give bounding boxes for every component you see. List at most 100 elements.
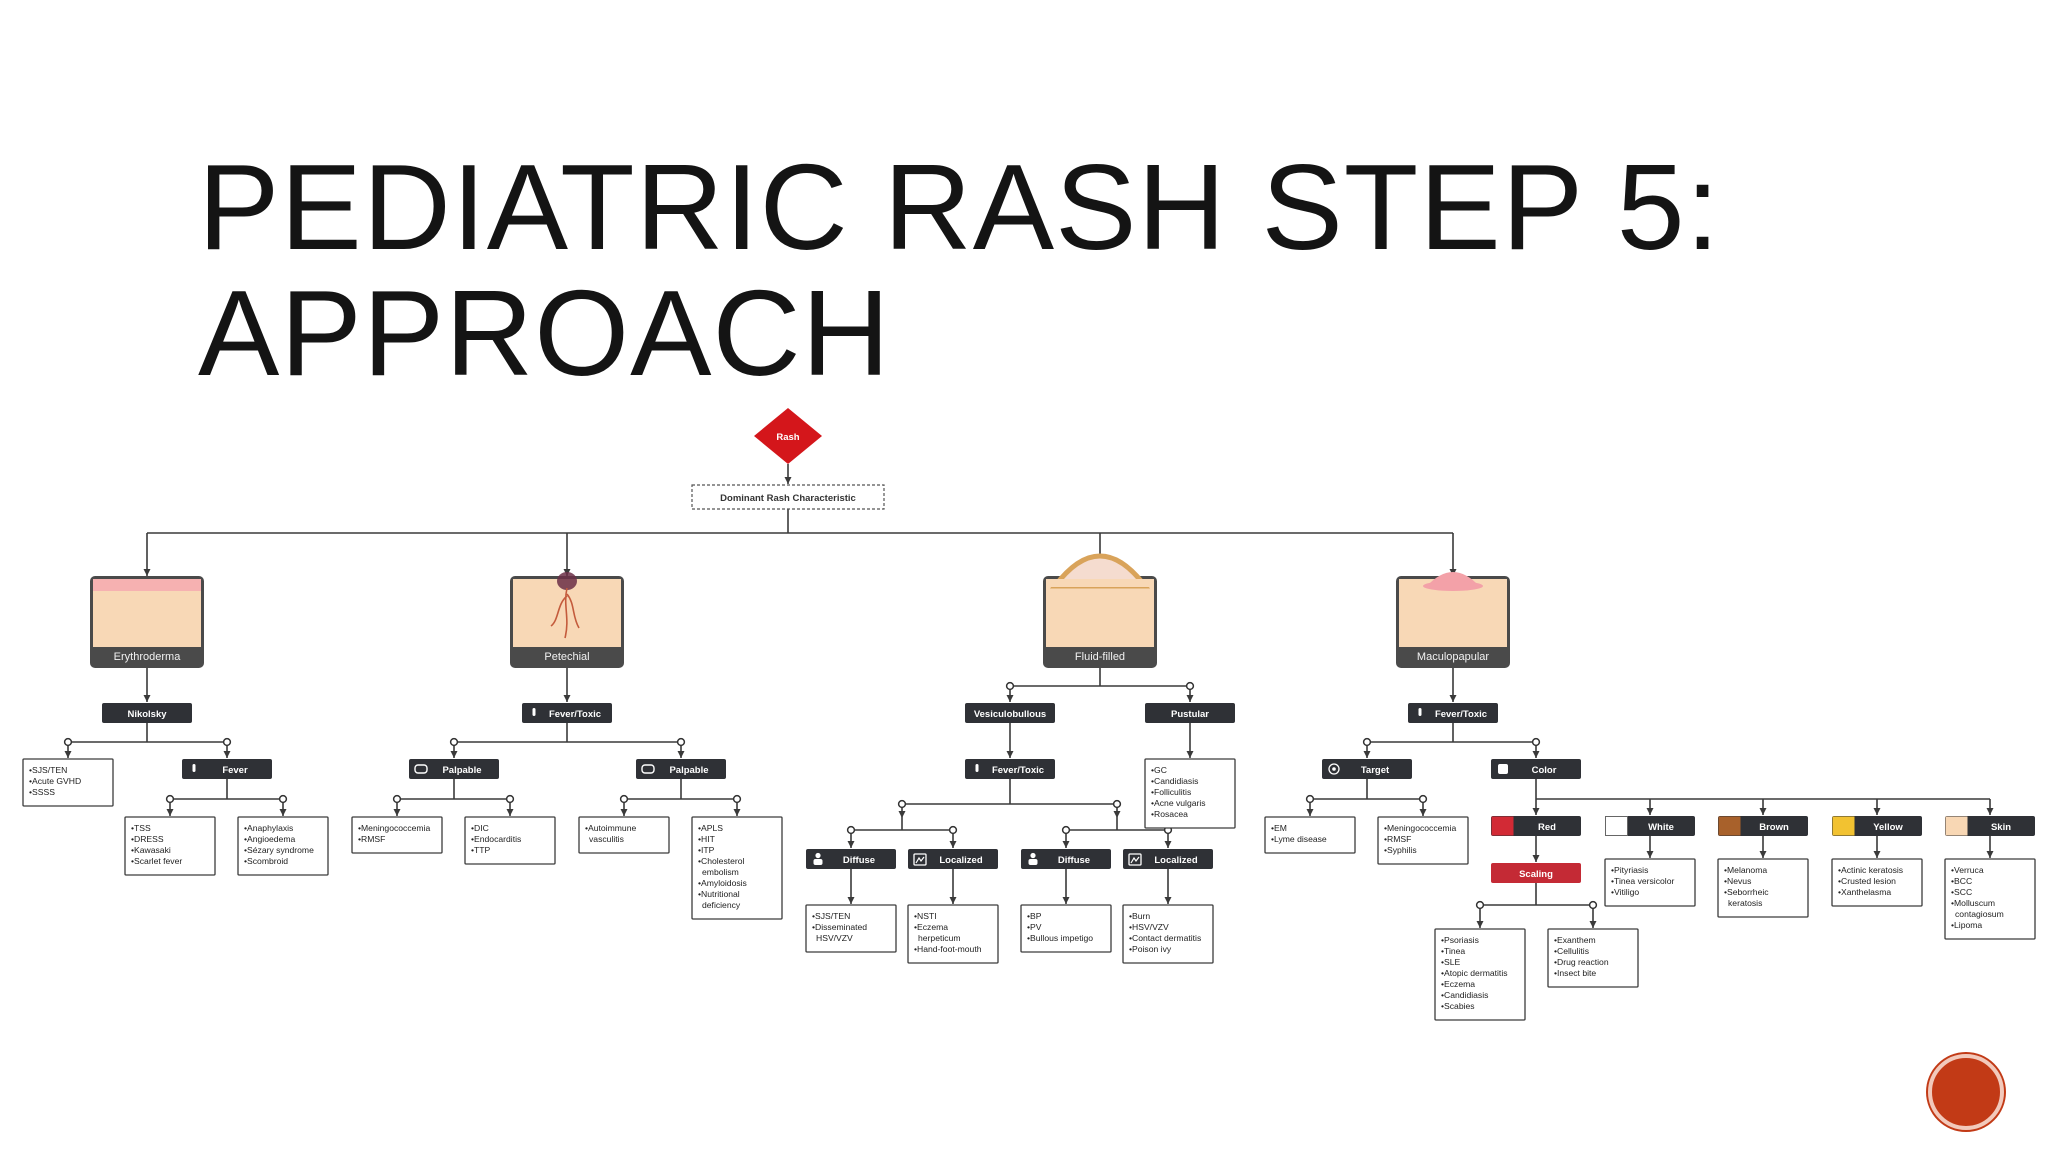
list-yellow-item: •Crusted lesion	[1838, 876, 1896, 886]
node-palpable-right-box	[636, 759, 726, 779]
node-petechial-fever-toxic-label: Fever/Toxic	[549, 709, 601, 720]
list-skin-item: contagiosum	[1955, 909, 2004, 919]
junction-dot	[449, 737, 459, 747]
list-yellow: •Actinic keratosis•Crusted lesion•Xanthe…	[1831, 858, 1923, 907]
list-fever-right: •Anaphylaxis•Angioedema•Sézary syndrome•…	[237, 816, 329, 876]
node-target-box	[1322, 759, 1412, 779]
list-pustular-box	[1144, 758, 1236, 829]
list-brown-item: keratosis	[1728, 898, 1762, 908]
list-petechial-a-box	[351, 816, 443, 854]
arrow-head	[1532, 808, 1540, 815]
node-brown-label: Brown	[1759, 822, 1789, 833]
node-localized-1-label: Localized	[939, 855, 982, 866]
junction-dot	[165, 794, 175, 804]
list-scaling-left: •Psoriasis•Tinea•SLE•Atopic dermatitis•E…	[1434, 928, 1526, 1021]
junction-dot	[63, 737, 73, 747]
list-petechial-d-box	[691, 816, 783, 920]
list-pustular-item: •Acne vulgaris	[1151, 798, 1206, 808]
target-icon	[1328, 763, 1340, 775]
junction-dot	[1185, 681, 1195, 691]
person-icon	[1030, 852, 1036, 859]
list-petechial-d: •APLS•HIT•ITP•Cholesterolembolism•Amyloi…	[691, 816, 783, 920]
node-diffuse-1-box	[806, 849, 896, 869]
node-white: White	[1605, 816, 1695, 836]
node-pustular-box	[1145, 703, 1235, 723]
arrow-head	[1186, 695, 1194, 702]
node-target-label: Target	[1361, 765, 1390, 776]
target-center	[1332, 767, 1336, 771]
node-red-swatch	[1491, 816, 1514, 836]
thermometer-icon	[975, 764, 979, 772]
list-target-right-item: •RMSF	[1384, 834, 1411, 844]
node-palpable-left-label: Palpable	[442, 765, 481, 776]
node-palpable-right: Palpable	[636, 759, 726, 779]
list-fluid-a-item: •Disseminated	[812, 922, 867, 932]
arrow-head	[677, 751, 685, 758]
node-diffuse-2-box	[1021, 849, 1111, 869]
junction-dot	[732, 794, 742, 804]
palpable-icon	[641, 764, 655, 774]
list-fever-left-item: •Kawasaki	[131, 845, 171, 855]
list-brown-item: •Melanoma	[1724, 865, 1767, 875]
arrow-head	[784, 477, 792, 484]
node-nikolsky-box	[102, 703, 192, 723]
list-target-left-item: •EM	[1271, 823, 1287, 833]
arrow-head	[847, 897, 855, 904]
arrow-head	[1589, 921, 1597, 928]
list-fluid-c-item: •Bullous impetigo	[1027, 933, 1093, 943]
node-petechial-fever-toxic-box	[522, 703, 612, 723]
list-pustular-item: •Folliculitis	[1151, 787, 1191, 797]
node-fluid-fever-toxic-box	[965, 759, 1055, 779]
node-skin: Skin	[1945, 816, 2035, 836]
list-erythroderma-nikolsky: •SJS/TEN•Acute GVHD•SSSS	[22, 758, 114, 807]
list-skin-item: •BCC	[1951, 876, 1972, 886]
arrow-head	[143, 569, 151, 576]
localized-icon	[913, 853, 927, 866]
arrow-head	[1006, 695, 1014, 702]
list-skin-item: •Molluscum	[1951, 898, 1995, 908]
list-petechial-b-item: •DIC	[471, 823, 489, 833]
list-petechial-c-item: vasculitis	[589, 834, 624, 844]
node-localized-1: Localized	[908, 849, 998, 869]
arrow-head	[1363, 751, 1371, 758]
list-fluid-d-box	[1122, 904, 1214, 964]
node-red-label: Red	[1538, 822, 1556, 833]
erythema-band	[93, 579, 201, 591]
person-body	[813, 859, 823, 865]
node-yellow-label: Yellow	[1873, 822, 1903, 833]
node-nikolsky: Nikolsky	[102, 703, 192, 723]
list-fever-left-item: •TSS	[131, 823, 151, 833]
node-localized-1-box	[908, 849, 998, 869]
arrow-head	[166, 809, 174, 816]
node-fever: Fever	[182, 759, 272, 779]
arrow-head	[1419, 809, 1427, 816]
list-skin-item: •SCC	[1951, 887, 1972, 897]
list-scaling-right-item: •Insect bite	[1554, 968, 1596, 978]
list-target-right-item: •Syphilis	[1384, 845, 1417, 855]
node-scaling-box	[1491, 863, 1581, 883]
skin-top	[1046, 579, 1154, 587]
color-palette-icon	[1498, 764, 1508, 774]
list-fluid-b-item: •Eczema	[914, 922, 948, 932]
node-macular-fever-toxic: Fever/Toxic	[1408, 703, 1498, 723]
arrow-head	[1449, 695, 1457, 702]
junction-dot	[846, 825, 856, 835]
node-macular-fever-toxic-box	[1408, 703, 1498, 723]
tile-fluid-filled: Fluid-filled	[1043, 553, 1157, 668]
list-petechial-b-item: •Endocarditis	[471, 834, 521, 844]
list-brown-item: •Seborrheic	[1724, 887, 1769, 897]
arrow-head	[733, 809, 741, 816]
node-target: Target	[1322, 759, 1412, 779]
arrow-head	[1006, 751, 1014, 758]
list-fluid-d: •Burn•HSV/VZV•Contact dermatitis•Poison …	[1122, 904, 1214, 964]
node-brown: Brown	[1718, 816, 1808, 836]
circle-nav-button[interactable]	[1928, 1054, 2004, 1130]
arrow-head	[506, 809, 514, 816]
person-body	[1028, 859, 1038, 865]
node-diffuse-1: Diffuse	[806, 849, 896, 869]
list-fever-right-item: •Scombroid	[244, 856, 288, 866]
list-skin-box	[1944, 858, 2036, 940]
list-scaling-left-box	[1434, 928, 1526, 1021]
arrow-head	[64, 751, 72, 758]
